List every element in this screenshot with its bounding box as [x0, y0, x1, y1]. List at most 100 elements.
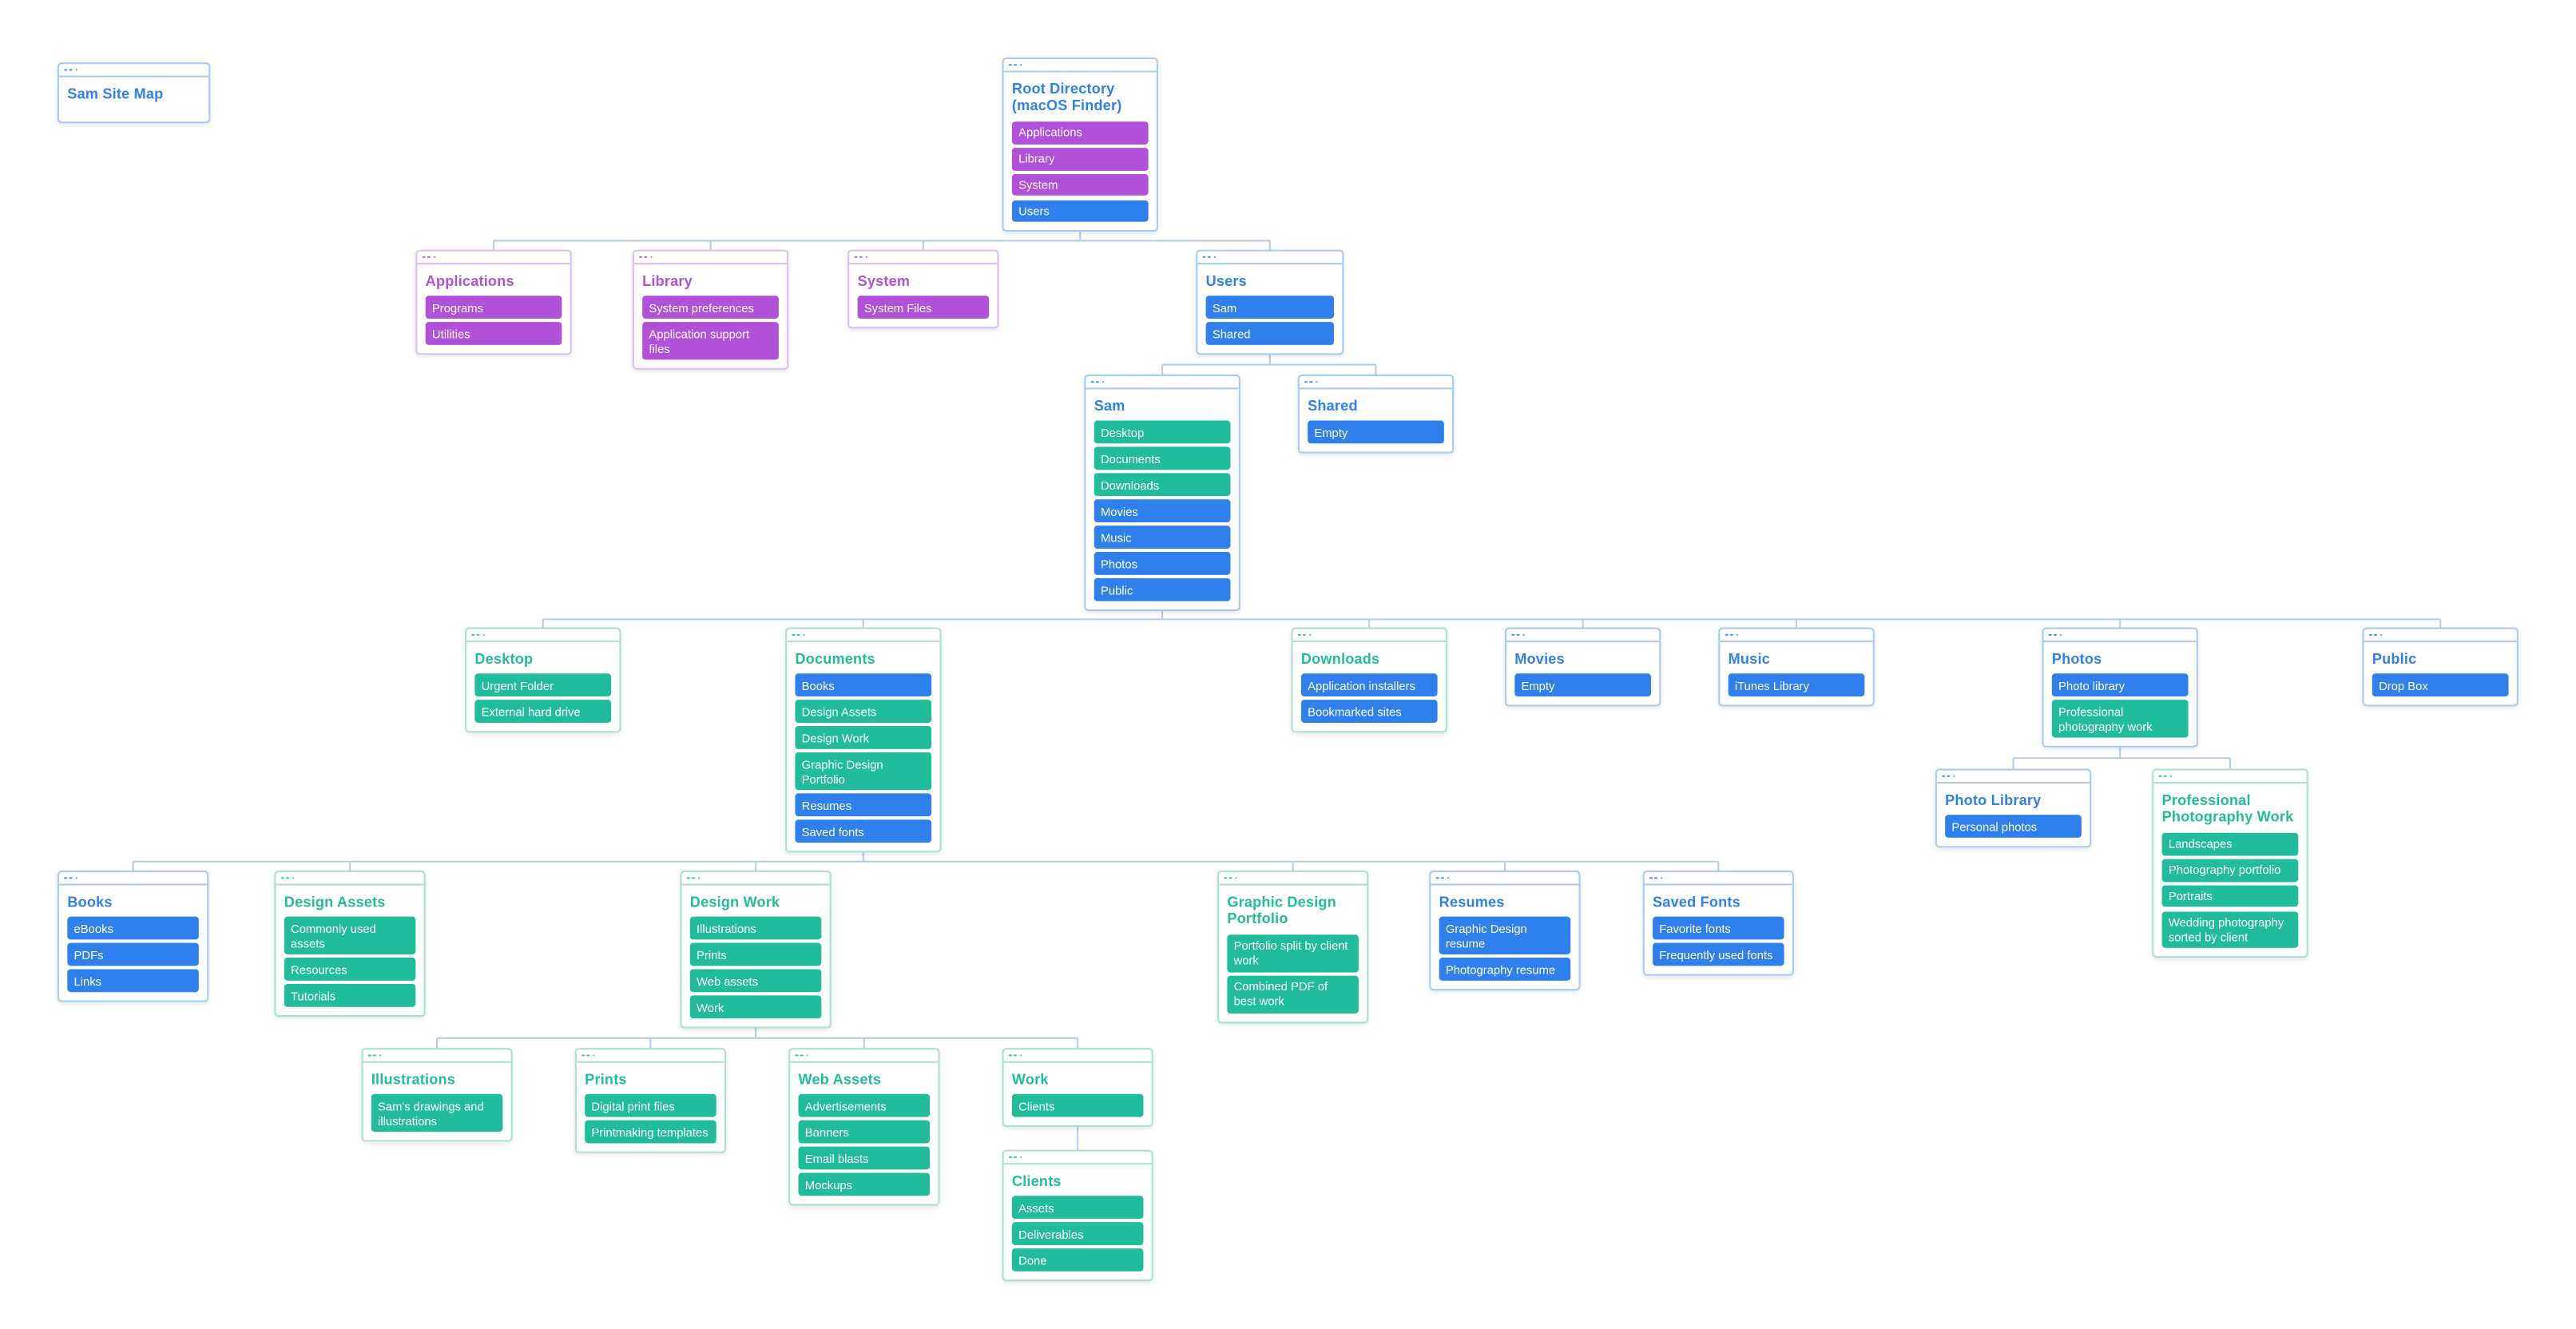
node-item[interactable]: Applications: [1011, 121, 1149, 145]
node-item[interactable]: System Files: [857, 296, 990, 319]
node-item[interactable]: External hard drive: [474, 700, 612, 724]
node-item[interactable]: eBooks: [67, 917, 199, 940]
node-sitemap[interactable]: Sam Site Map: [57, 62, 211, 124]
node-item[interactable]: Downloads: [1094, 473, 1231, 497]
card-window-bar: [1299, 376, 1453, 390]
node-item[interactable]: Photography resume: [1439, 958, 1571, 982]
node-item[interactable]: Done: [1011, 1248, 1144, 1272]
node-item[interactable]: Resumes: [795, 793, 932, 817]
node-item[interactable]: Library: [1011, 147, 1149, 170]
node-item[interactable]: Portraits: [2161, 884, 2299, 908]
node-item[interactable]: Mockups: [798, 1173, 931, 1196]
node-item[interactable]: Favorite fonts: [1653, 917, 1784, 940]
node-item[interactable]: PDFs: [67, 943, 199, 966]
node-item[interactable]: Digital print files: [585, 1094, 716, 1117]
node-item[interactable]: Photography portfolio: [2161, 859, 2299, 882]
node-item[interactable]: Music: [1094, 526, 1231, 549]
node-item[interactable]: Design Assets: [795, 700, 932, 724]
node-item[interactable]: Photo library: [2051, 674, 2189, 697]
window-dots-icon: [64, 876, 78, 880]
node-item[interactable]: Work: [689, 995, 822, 1019]
node-item[interactable]: Landscapes: [2161, 832, 2299, 855]
node-item[interactable]: Assets: [1011, 1196, 1144, 1220]
node-item[interactable]: Programs: [425, 296, 562, 319]
node-item[interactable]: Graphic Design Portfolio: [795, 752, 932, 791]
window-dots-icon: [1942, 774, 1956, 778]
card-window-bar: [1506, 629, 1660, 643]
node-item[interactable]: Saved fonts: [795, 819, 932, 843]
node-item[interactable]: Links: [67, 970, 199, 993]
node-item[interactable]: Web assets: [689, 970, 822, 993]
node-item[interactable]: Urgent Folder: [474, 674, 612, 697]
node-item[interactable]: Frequently used fonts: [1653, 943, 1784, 966]
node-item[interactable]: Combined PDF of best work: [1227, 975, 1359, 1013]
node-item[interactable]: Clients: [1011, 1094, 1144, 1117]
node-item[interactable]: Design Work: [795, 726, 932, 750]
node-item[interactable]: Illustrations: [689, 917, 822, 940]
node-item[interactable]: System preferences: [642, 296, 779, 319]
node-item[interactable]: Graphic Design resume: [1439, 917, 1571, 955]
node-item[interactable]: Photos: [1094, 552, 1231, 575]
node-item[interactable]: Drop Box: [2372, 674, 2509, 697]
node-item[interactable]: Personal photos: [1945, 815, 2082, 839]
node-item[interactable]: System: [1011, 173, 1149, 196]
node-item[interactable]: Movies: [1094, 499, 1231, 523]
node-item[interactable]: Portfolio split by client work: [1227, 934, 1359, 972]
node-item[interactable]: Tutorials: [284, 984, 416, 1007]
node-item[interactable]: Email blasts: [798, 1147, 931, 1170]
node-item[interactable]: Application installers: [1300, 674, 1438, 697]
node-item[interactable]: Banners: [798, 1121, 931, 1144]
node-item[interactable]: Sam's drawings and illustrations: [371, 1094, 503, 1133]
node-item[interactable]: Utilities: [425, 322, 562, 346]
node-item[interactable]: Empty: [1308, 421, 1444, 444]
node-item[interactable]: Users: [1011, 200, 1149, 223]
node-item[interactable]: Sam: [1205, 296, 1335, 319]
node-item[interactable]: iTunes Library: [1728, 674, 1865, 697]
node-item[interactable]: Commonly used assets: [284, 917, 416, 955]
node-item[interactable]: Prints: [689, 943, 822, 966]
node-item[interactable]: Bookmarked sites: [1300, 700, 1438, 724]
node-item[interactable]: Public: [1094, 578, 1231, 601]
node-item[interactable]: Deliverables: [1011, 1222, 1144, 1246]
node-item[interactable]: Application support files: [642, 322, 779, 360]
node-item[interactable]: Professional photography work: [2051, 700, 2189, 738]
node-item[interactable]: Books: [795, 674, 932, 697]
node-item[interactable]: Printmaking templates: [585, 1121, 716, 1144]
node-item[interactable]: Shared: [1205, 322, 1335, 346]
node-item[interactable]: Documents: [1094, 447, 1231, 470]
node-item[interactable]: Empty: [1514, 674, 1651, 697]
node-root[interactable]: Root Directory (macOS Finder)Application…: [1002, 57, 1158, 232]
node-item[interactable]: Wedding photography sorted by client: [2161, 910, 2299, 949]
card-window-bar: [363, 1049, 511, 1063]
node-item[interactable]: Resources: [284, 958, 416, 982]
node-item[interactable]: Advertisements: [798, 1094, 931, 1117]
node-item[interactable]: Desktop: [1094, 421, 1231, 444]
